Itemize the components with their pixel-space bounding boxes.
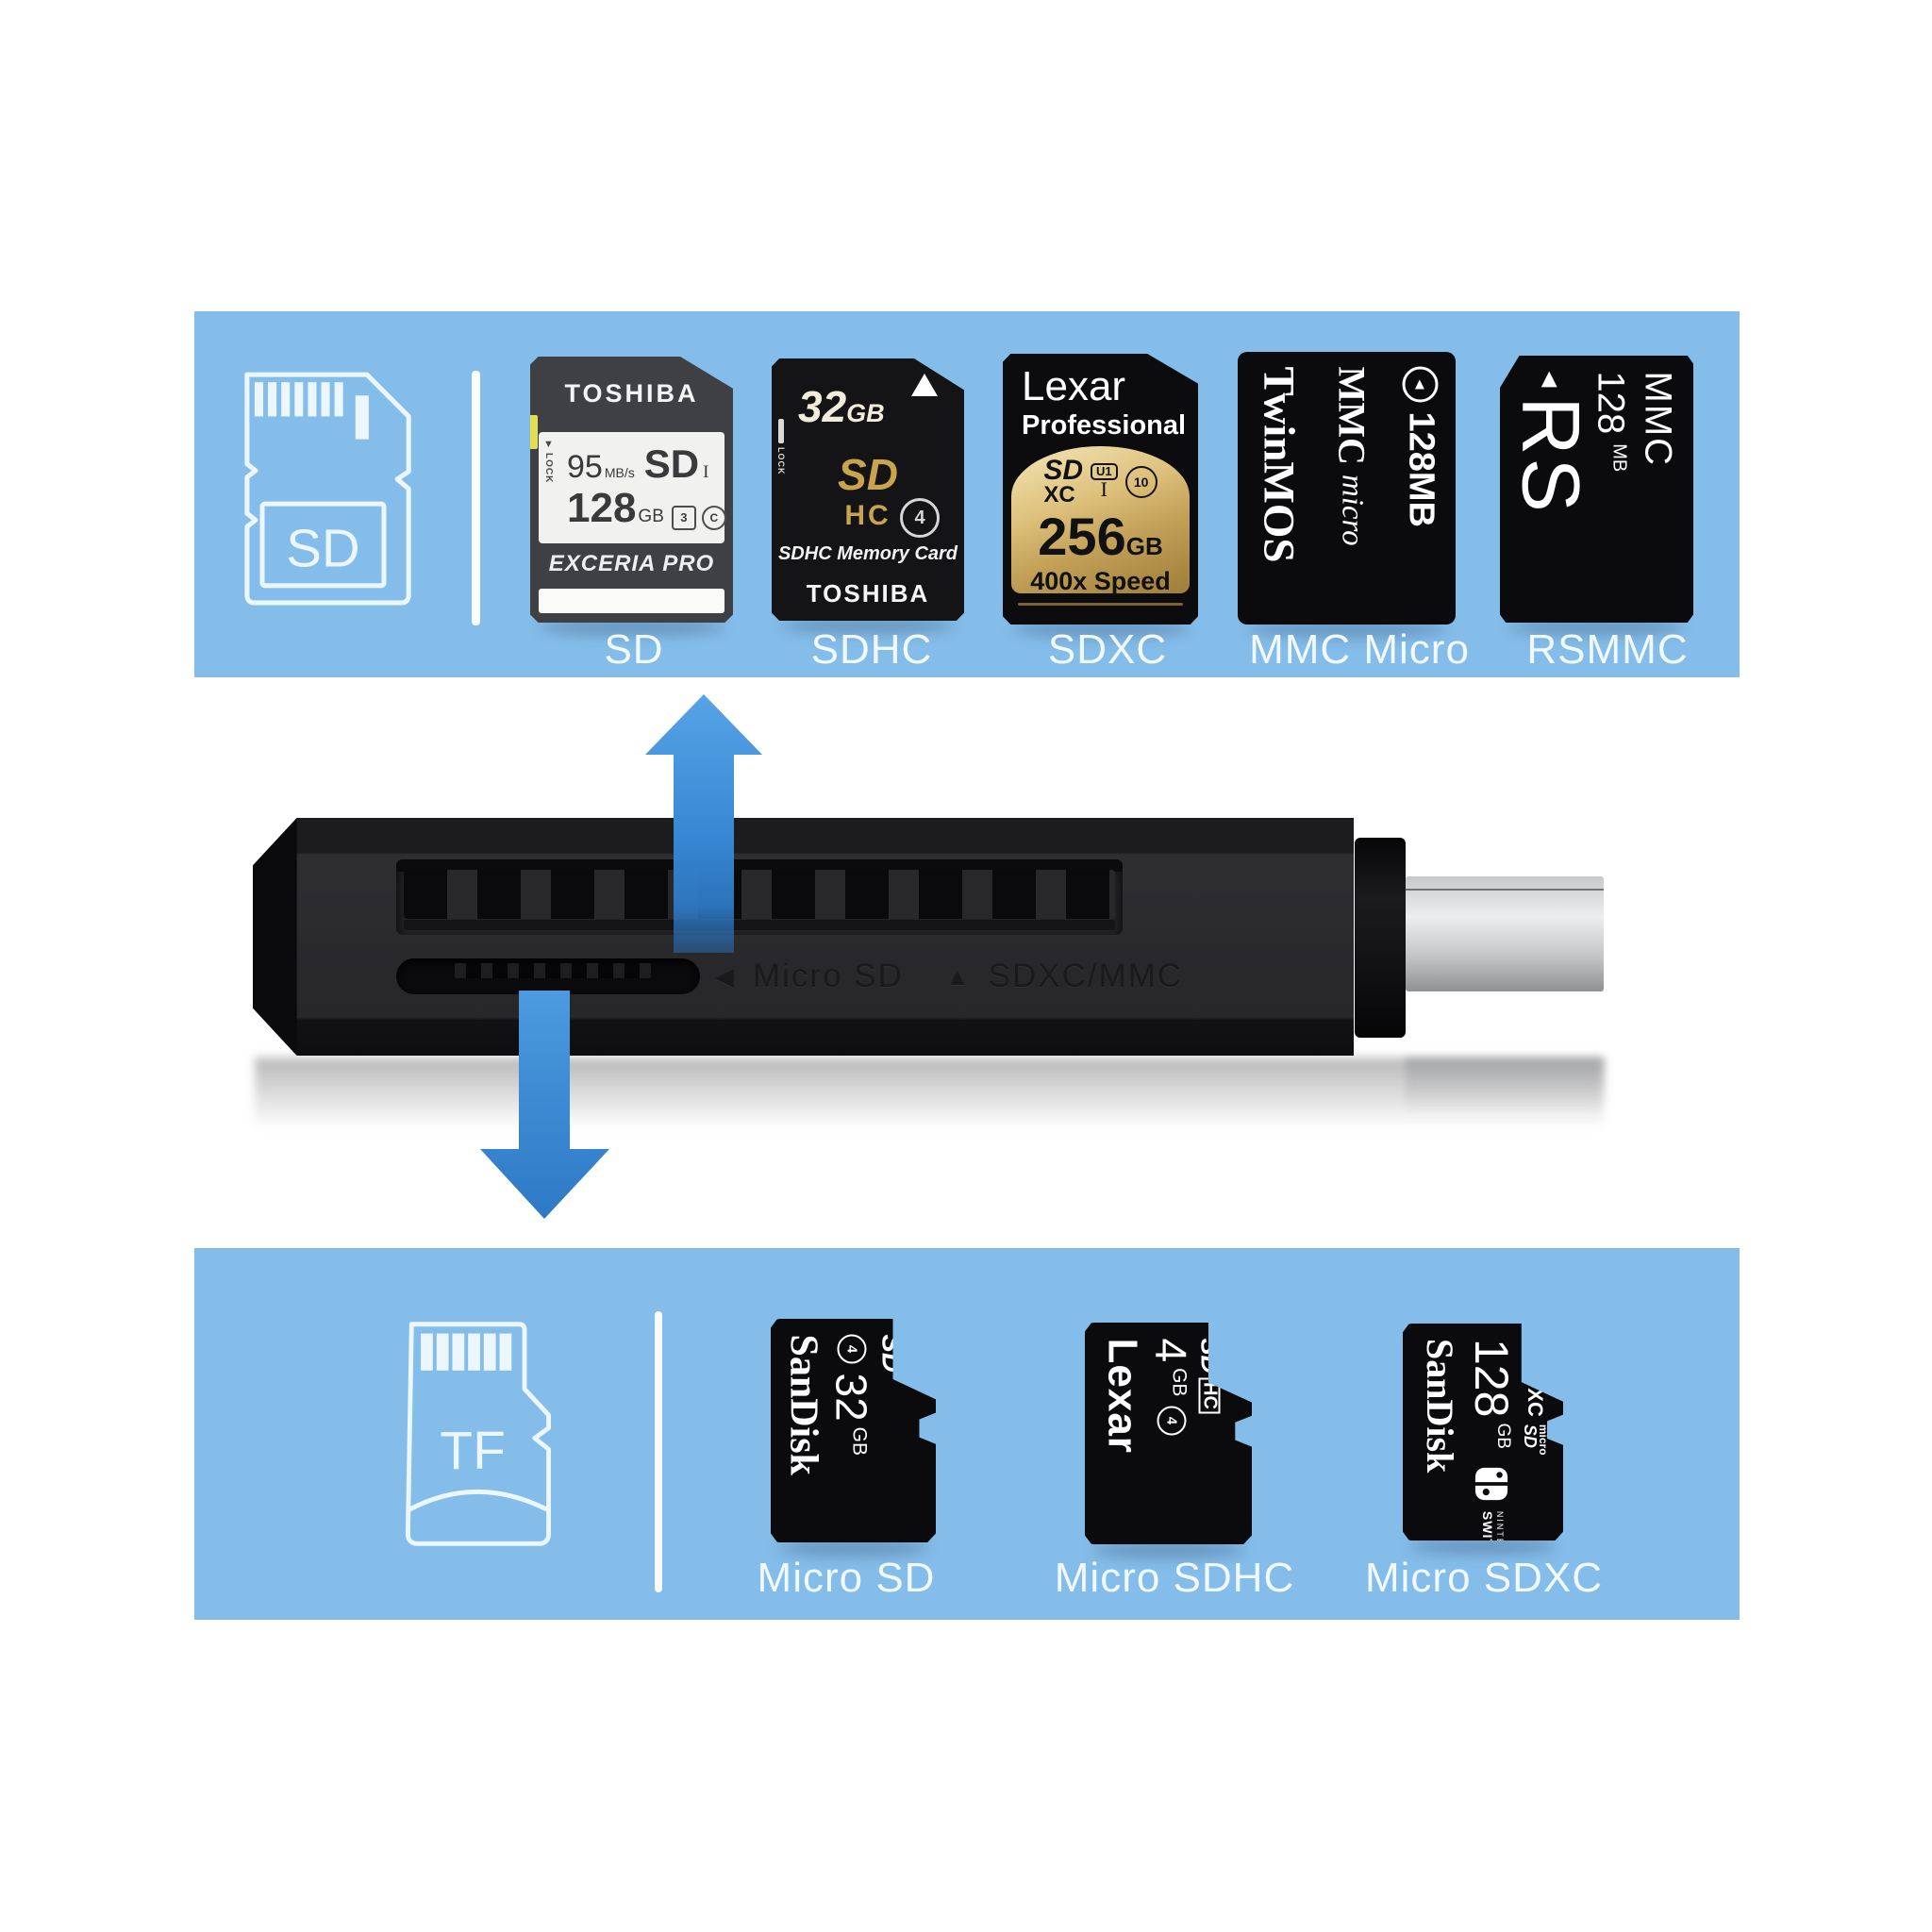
mmc-line: MMC: [1637, 371, 1678, 467]
rs-row: ◀ RS: [1505, 371, 1596, 515]
card-type-label: SDHC: [810, 626, 933, 673]
mmc-line: MMC micro: [1330, 366, 1374, 546]
gold-label-area: SD XC U1 I 10 256 GB 400x Speed: [1011, 446, 1190, 596]
card-brand: SanDisk: [781, 1334, 825, 1475]
orientation-triangle-icon: [911, 374, 938, 396]
card-brand: Lexar: [1022, 363, 1126, 409]
class-4-badge-icon: 4: [900, 498, 940, 538]
micro-slot-pins: [455, 963, 651, 978]
lock-marking: ▼ LOCK: [543, 439, 554, 484]
capacity-row: 32GB: [798, 382, 885, 431]
card-type-label: MMC Micro: [1249, 626, 1470, 673]
card-footer-strip: [539, 589, 724, 613]
lock-marking: LOCK: [776, 419, 786, 475]
sdhc-card-photo: 32GB LOCK SD HC 4 SDHC Memory Card TOSHI…: [772, 358, 964, 621]
sdxc-logo-row: SD XC U1 I 10: [1043, 455, 1158, 508]
speed-row: 95 MB/s SD I: [567, 441, 709, 486]
card-label-area: ▼ LOCK 95 MB/s SD I 128 GB 3 C: [539, 432, 726, 543]
bottom-separator-line: [655, 1311, 662, 1592]
sdxc-logo: SD XC: [1043, 455, 1084, 508]
card-series: Professional: [1022, 410, 1187, 441]
nintendo-switch-icon: [1475, 1467, 1508, 1500]
card-shadow: [781, 617, 955, 634]
sd-card-icon: SD: [244, 372, 411, 606]
mmc-logo-icon: ◀: [1402, 366, 1439, 402]
card-reader-body: [253, 818, 1354, 1056]
top-separator-line: [472, 371, 480, 625]
usb-connector[interactable]: [1406, 876, 1604, 991]
card-type-label: Micro SD: [757, 1555, 936, 1601]
card-shadow: [1247, 621, 1446, 638]
card-shadow: [778, 1540, 929, 1557]
sdhc-logo: SD HC: [838, 450, 898, 531]
slot-engraving: ◀ Micro SD ▲ SDXC/MMC: [715, 958, 1184, 994]
usb-reflection: [1406, 1058, 1604, 1114]
sdxc-card-photo: Lexar Professional SD XC U1 I 10 256 GB …: [1003, 354, 1198, 625]
card-type-label: Micro SDHC: [1054, 1555, 1295, 1601]
switch-wordmark: NINTENDO SWITCH: [1480, 1510, 1505, 1541]
tf-icon-label: TF: [440, 1421, 506, 1481]
device-reflection: [255, 1058, 1604, 1147]
card-type-label: SDXC: [1047, 626, 1168, 673]
rsmmc-card-photo: MMC 128 MB ◀ RS: [1500, 356, 1693, 623]
card-shadow: [1409, 1538, 1557, 1555]
u3-badge-icon: 3: [671, 505, 696, 530]
class-10-badge-icon: 10: [1124, 465, 1158, 498]
speed-rating: 400x Speed: [1030, 567, 1171, 596]
card-type-label: SD: [604, 626, 664, 673]
card-brand: SanDisk: [1419, 1339, 1462, 1474]
capacity-row: 4 32 GB: [825, 1334, 876, 1456]
card-shadow: [1012, 621, 1189, 638]
card-brand: TOSHIBA: [806, 579, 930, 608]
mmc-micro-card-photo: ◀ 128MB MMC micro TwinMOS: [1238, 352, 1456, 625]
sd-slot-pins: [404, 870, 1115, 919]
up-arrow-icon: [645, 694, 762, 953]
lock-switch: [530, 415, 538, 449]
card-shadow: [540, 619, 724, 636]
sd-card-photo: TOSHIBA ▼ LOCK 95 MB/s SD I 128 GB 3 C E…: [530, 357, 733, 623]
capacity-row: 128 GB NINTENDO SWITCH: [1464, 1339, 1519, 1541]
card-shadow: [1509, 619, 1684, 636]
card-type-label: RSMMC: [1526, 626, 1689, 673]
sd-icon-label: SD: [286, 519, 359, 578]
usb-collar: [1355, 838, 1406, 1038]
rotated-print: U3 I XC micro SD 128 GB NINTENDO: [1418, 1339, 1550, 1541]
class-badge-icon: C: [701, 506, 726, 530]
card-brand: Lexar: [1099, 1338, 1146, 1454]
capacity-row: 256 GB: [1038, 507, 1163, 567]
orientation-triangle-icon: ◀: [1538, 371, 1562, 387]
class-4-badge-icon: 4: [836, 1334, 866, 1363]
rotated-print: MMC 128 MB ◀ RS: [1505, 371, 1678, 608]
card-description: SDHC Memory Card: [777, 543, 958, 564]
left-triangle-icon: ◀: [715, 961, 736, 991]
class-4-badge-icon: 4: [1156, 1405, 1186, 1435]
sd-compatibility-panel: SD: [194, 311, 1740, 677]
u1-badge-icon: U1: [1091, 463, 1118, 481]
capacity-row: ◀ 128MB: [1400, 366, 1441, 527]
rotated-print: ◀ 128MB MMC micro TwinMOS: [1253, 366, 1441, 610]
card-brand: TOSHIBA: [564, 379, 699, 408]
capacity-row: 4 GB 4: [1145, 1338, 1196, 1435]
sd-card-slot[interactable]: [396, 859, 1123, 935]
tf-card-icon: TF: [405, 1322, 552, 1546]
up-triangle-icon: ▲: [944, 961, 972, 991]
capacity-row: 128 GB 3 C: [567, 485, 726, 532]
card-type-label: Micro SDXC: [1364, 1555, 1604, 1601]
card-series: EXCERIA PRO: [548, 551, 715, 576]
card-bottom-line: [1018, 603, 1183, 606]
down-arrow-icon: [480, 991, 609, 1219]
micro-sd-slot[interactable]: [396, 958, 700, 994]
card-shadow: [1092, 1541, 1245, 1558]
card-brand: TwinMOS: [1254, 366, 1303, 563]
